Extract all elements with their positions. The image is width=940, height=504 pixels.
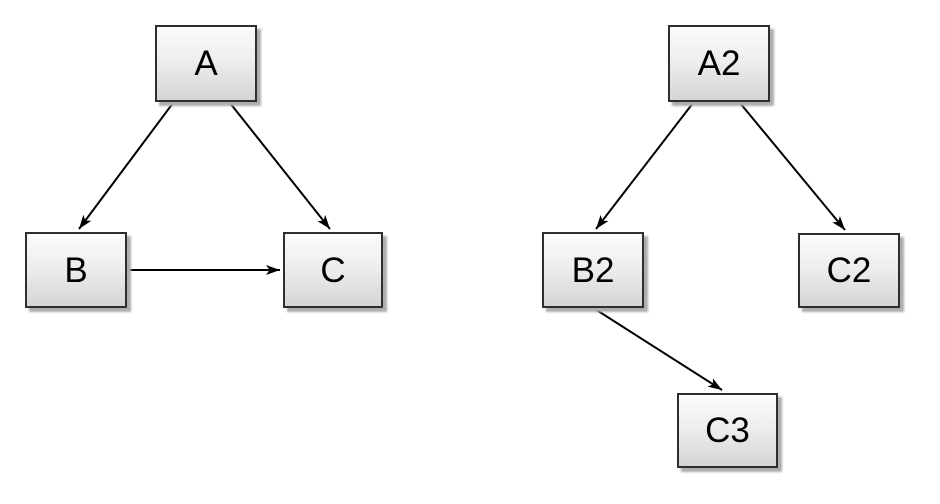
node-label: C [320,250,346,290]
edge-A-to-C[interactable] [229,102,331,230]
edge-A2-to-B2[interactable] [595,102,694,230]
node-label: A [194,44,218,83]
edge-B2-to-C3[interactable] [594,308,723,391]
node-C2[interactable]: C2 [798,233,900,308]
node-C[interactable]: C [283,232,383,308]
node-label: B [64,250,88,290]
node-B2[interactable]: B2 [542,232,644,308]
graph-left-edges [78,102,331,275]
graph-right-edges [594,102,846,391]
node-A[interactable]: A [155,25,257,102]
node-A2[interactable]: A2 [668,25,770,102]
node-label: C2 [826,251,872,290]
edge-A2-to-C2[interactable] [739,102,846,231]
node-B[interactable]: B [25,232,127,308]
edge-A-to-B[interactable] [78,102,174,230]
node-label: C3 [705,411,750,450]
node-label: A2 [697,44,741,83]
node-label: B2 [571,250,615,290]
node-C3[interactable]: C3 [677,393,778,468]
